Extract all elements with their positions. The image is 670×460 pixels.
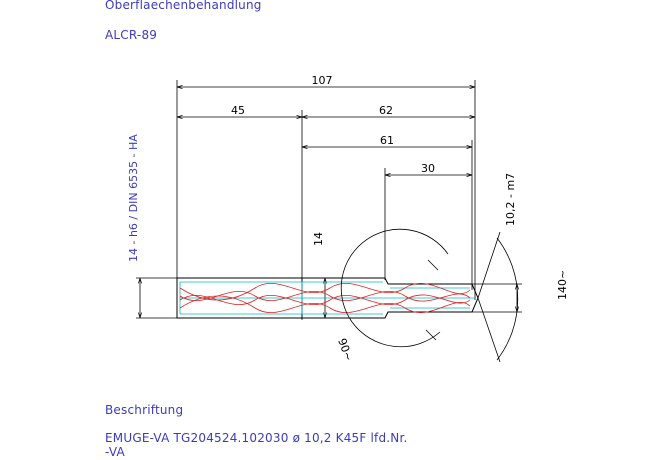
tool-contour xyxy=(179,281,475,315)
dim-overall-length: 107 xyxy=(312,74,333,87)
surface-treatment-label: Oberflaechenbehandlung xyxy=(105,0,262,12)
dim-cutting-length: 30 xyxy=(421,162,435,175)
surface-treatment-value: ALCR-89 xyxy=(105,28,158,42)
dim-point-angle: 140~ xyxy=(556,270,569,300)
marking-line-1: EMUGE-VA TG204524.102030 ø 10,2 K45F lfd… xyxy=(105,431,408,445)
dim-shank-dia-value: 14 xyxy=(312,232,325,246)
marking-label: Beschriftung xyxy=(105,403,184,417)
dim-body-length: 62 xyxy=(379,104,393,117)
shank-spec: 14 - h6 / DIN 6535 - HA xyxy=(127,134,140,262)
dim-cutting-dia-value: 10,2 - m7 xyxy=(504,173,517,226)
dim-flute-length: 61 xyxy=(380,134,394,147)
dim-shank-length: 45 xyxy=(231,104,245,117)
marking-line-2: -VA xyxy=(105,445,125,459)
helix-angle-arc xyxy=(340,228,449,348)
point-angle-arc xyxy=(477,231,519,363)
helix-flutes xyxy=(179,282,471,314)
dim-helix-angle: 90~ xyxy=(335,337,355,363)
